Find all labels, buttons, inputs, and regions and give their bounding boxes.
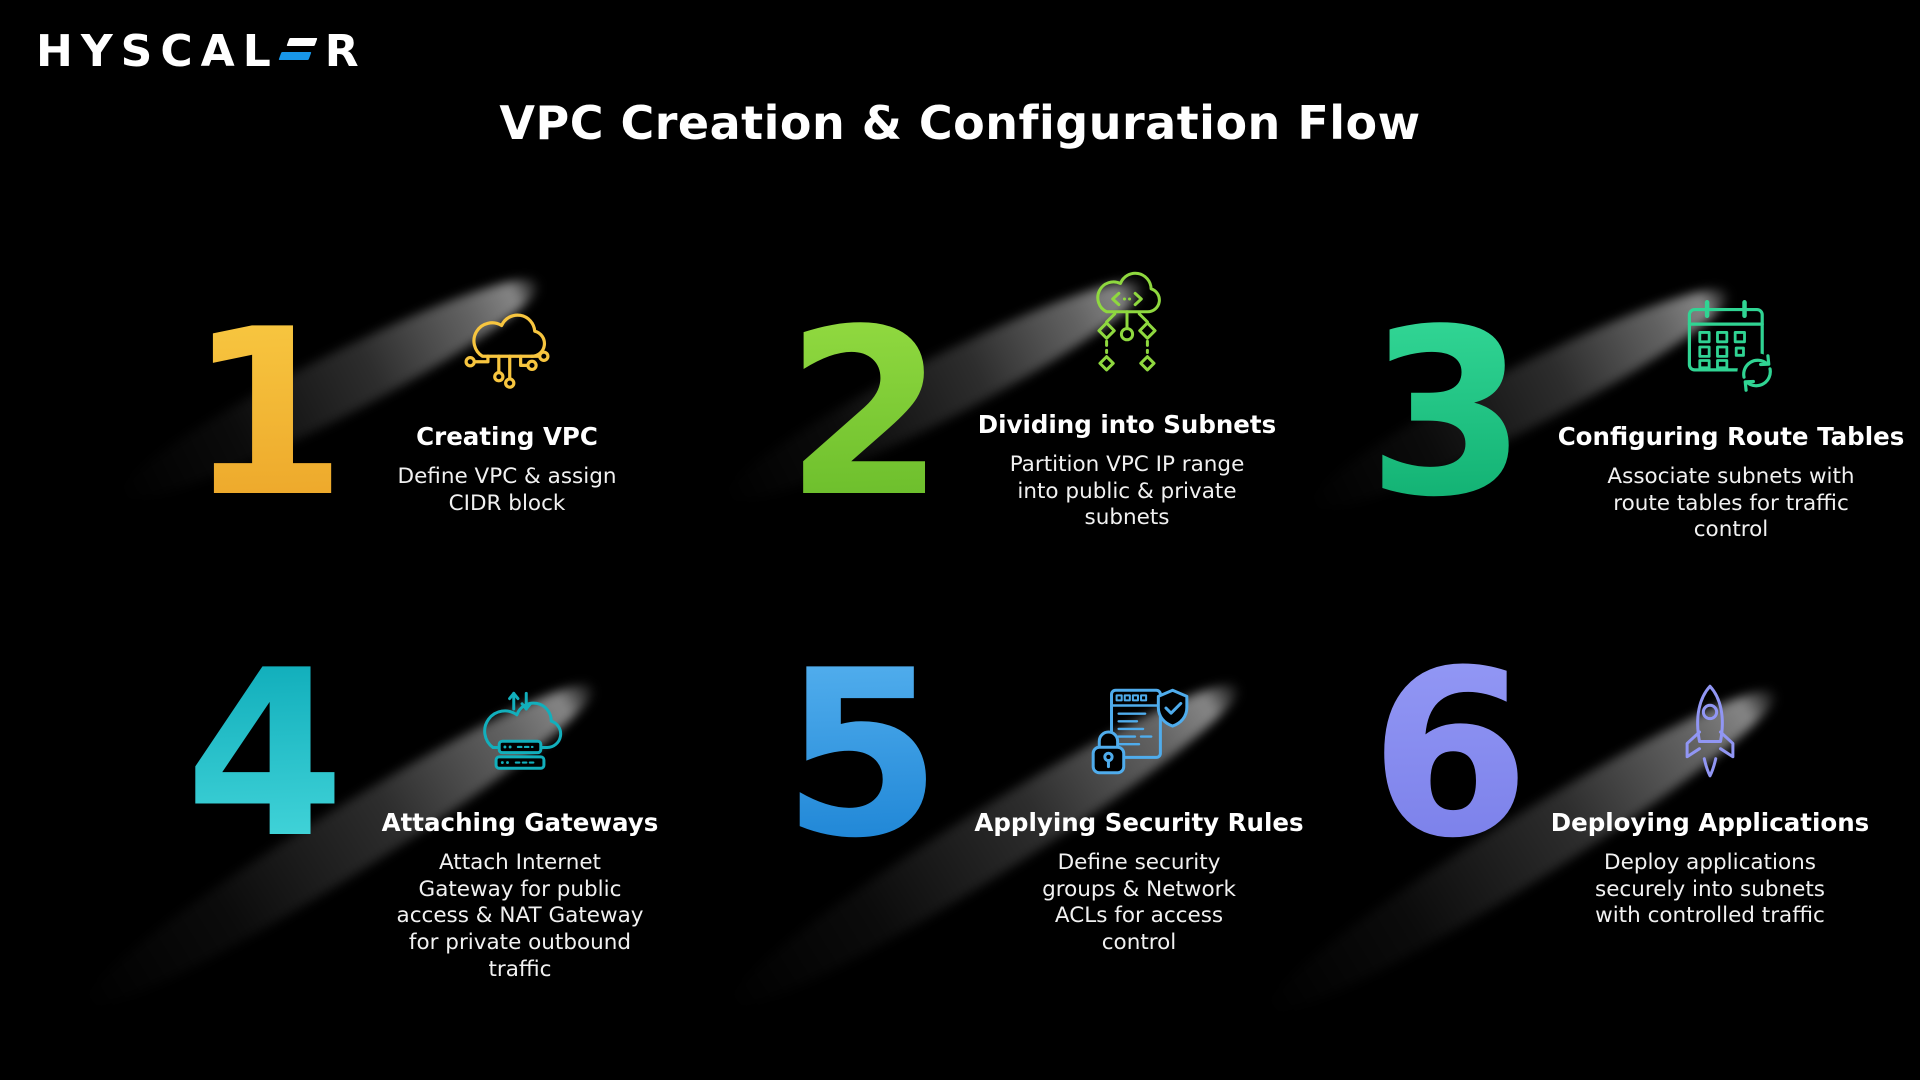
step-number: 2 (780, 300, 950, 530)
step-number: 1 (182, 300, 352, 530)
cloud-subnet-tree-icon (1076, 266, 1178, 384)
step-heading: Configuring Route Tables (1557, 422, 1905, 451)
step-description: Attach Internet Gateway for public acces… (396, 850, 644, 982)
step-number: 4 (180, 641, 350, 871)
step-description: Define security groups & Network ACLs fo… (1042, 850, 1236, 955)
step-heading: Dividing into Subnets (977, 410, 1277, 439)
step-number: 3 (1362, 300, 1532, 530)
step-description: Deploy applications securely into subnet… (1595, 850, 1825, 929)
cloud-circuit-icon (457, 278, 557, 396)
security-rules-icon (1083, 682, 1195, 782)
step-description: Define VPC & assign CIDR block (397, 464, 617, 516)
calendar-sync-icon (1679, 278, 1783, 396)
step-heading: Deploying Applications (1550, 808, 1870, 837)
page-title: VPC Creation & Configuration Flow (499, 96, 1421, 150)
cloud-gateway-servers-icon (468, 682, 572, 782)
brand-logo: HYSCAL R (36, 26, 367, 77)
logo-text-suffix: R (324, 26, 367, 77)
step-heading: Attaching Gateways (381, 808, 659, 837)
step-description: Associate subnets with route tables for … (1607, 464, 1855, 543)
step-heading: Creating VPC (416, 422, 598, 451)
step-heading: Applying Security Rules (974, 808, 1304, 837)
logo-mark-top-bar (286, 37, 318, 46)
logo-text-prefix: HYSCAL (36, 26, 279, 77)
logo-mark-middle-bar (278, 51, 312, 60)
step-description: Partition VPC IP range into public & pri… (1009, 452, 1245, 531)
logo-stylized-e-icon (278, 35, 321, 69)
rocket-icon (1669, 682, 1751, 782)
step-number: 5 (777, 641, 947, 871)
step-number: 6 (1365, 641, 1535, 871)
